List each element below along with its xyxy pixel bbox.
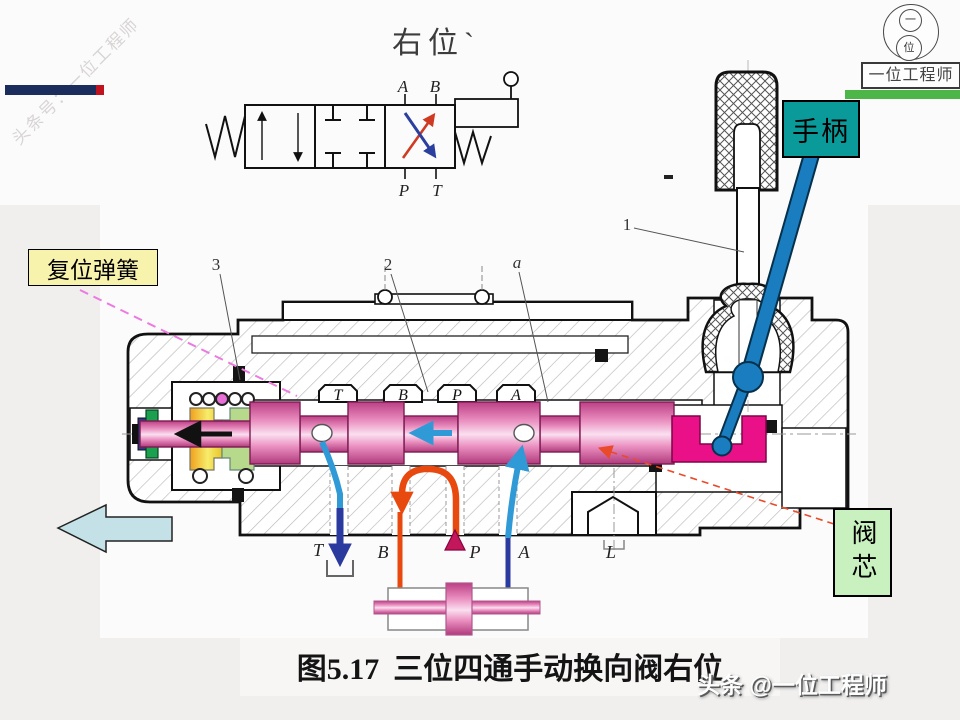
- navy-accent-bar: [5, 85, 96, 95]
- bolt-icon: [377, 289, 393, 305]
- schematic-title: 右位`: [392, 27, 480, 60]
- bottom-cylinder: [373, 582, 541, 636]
- tab-label-p: P: [451, 387, 462, 404]
- caption-background: [240, 638, 780, 696]
- symbol-flow-p-to-b: [401, 112, 436, 159]
- handle-lever: [711, 143, 823, 457]
- part-number-3: 3: [212, 255, 221, 274]
- part-numbers: 3 2 a 1: [212, 215, 632, 274]
- watermark-bottom-right: 头条 @一位工程师: [697, 672, 887, 698]
- bolt-icon: [474, 289, 490, 305]
- lever-tip-ball: [711, 435, 733, 457]
- pressure-triangle: [444, 528, 466, 551]
- symbol-port-p: P: [398, 181, 409, 200]
- symbol-spring-left: [205, 115, 246, 161]
- green-accent-bar: [845, 90, 960, 99]
- leader-return-spring: [79, 289, 298, 397]
- symbol-lever: [454, 71, 519, 128]
- knob-slot: [733, 123, 761, 191]
- symbol-port-a: A: [397, 77, 409, 96]
- symbol-port-t: T: [432, 181, 443, 200]
- spring-coil-highlight: [215, 392, 229, 406]
- part-number-leaders: [219, 227, 745, 403]
- tick-mark: [664, 175, 673, 179]
- symbol-spring-right: [454, 128, 492, 167]
- logo-seal-bottom-char: 位: [896, 35, 922, 61]
- drain-foot: [571, 468, 657, 552]
- figure-caption: 图5.17 三位四通手动换向阀右位: [230, 644, 790, 688]
- red-accent-tip: [96, 85, 104, 95]
- bottom-port-labels: T B P A L: [313, 540, 616, 562]
- part-number-1: 1: [623, 215, 632, 234]
- valve-cross-section: T B P A: [56, 60, 856, 636]
- cylinder-piston: [445, 582, 473, 636]
- top-cover: [282, 266, 633, 321]
- leader-spool: [597, 445, 835, 525]
- tab-label-t: T: [334, 387, 344, 404]
- flow-p-to-b: [390, 465, 460, 535]
- bottom-port-t: T: [313, 540, 325, 560]
- part-number-a: a: [513, 253, 522, 272]
- hydraulic-symbol: [205, 71, 519, 179]
- port-tabs: [318, 384, 536, 403]
- motion-direction-arrow: [56, 503, 173, 554]
- tab-label-a: A: [510, 387, 521, 404]
- handle-callout: 手柄: [782, 100, 860, 158]
- bottom-port-b: B: [378, 542, 389, 562]
- flow-t-curve: [319, 440, 343, 510]
- figure-number: 图5.17: [296, 653, 380, 686]
- spool-hole: [311, 423, 333, 443]
- lever-pivot-ball: [732, 361, 764, 393]
- bottom-port-l: L: [605, 542, 616, 562]
- tab-label-b: B: [398, 387, 408, 404]
- symbol-port-b: B: [430, 77, 441, 96]
- spool-hole: [513, 423, 535, 443]
- bottom-port-a: A: [518, 542, 531, 562]
- end-cap: [132, 424, 139, 444]
- symbol-port-labels: A B P T: [397, 77, 443, 200]
- tank-symbol-t: [326, 560, 354, 577]
- spool-fork: [671, 415, 767, 463]
- figure-title: 三位四通手动换向阀右位: [393, 653, 724, 686]
- flow-arrows: [319, 420, 530, 590]
- logo-name: 一位工程师: [861, 62, 960, 89]
- part-number-2: 2: [384, 255, 393, 274]
- logo-seal-top-char: 一: [899, 9, 922, 32]
- flow-a-curve: [504, 444, 530, 539]
- return-spring-callout: 复位弹簧: [28, 249, 158, 286]
- symbol-flow-a-to-t: [403, 112, 437, 159]
- handle-assembly: [671, 70, 823, 463]
- port-tab-labels: T B P A: [334, 387, 522, 404]
- bottom-port-p: P: [469, 542, 481, 562]
- spool-callout: 阀芯: [833, 508, 892, 597]
